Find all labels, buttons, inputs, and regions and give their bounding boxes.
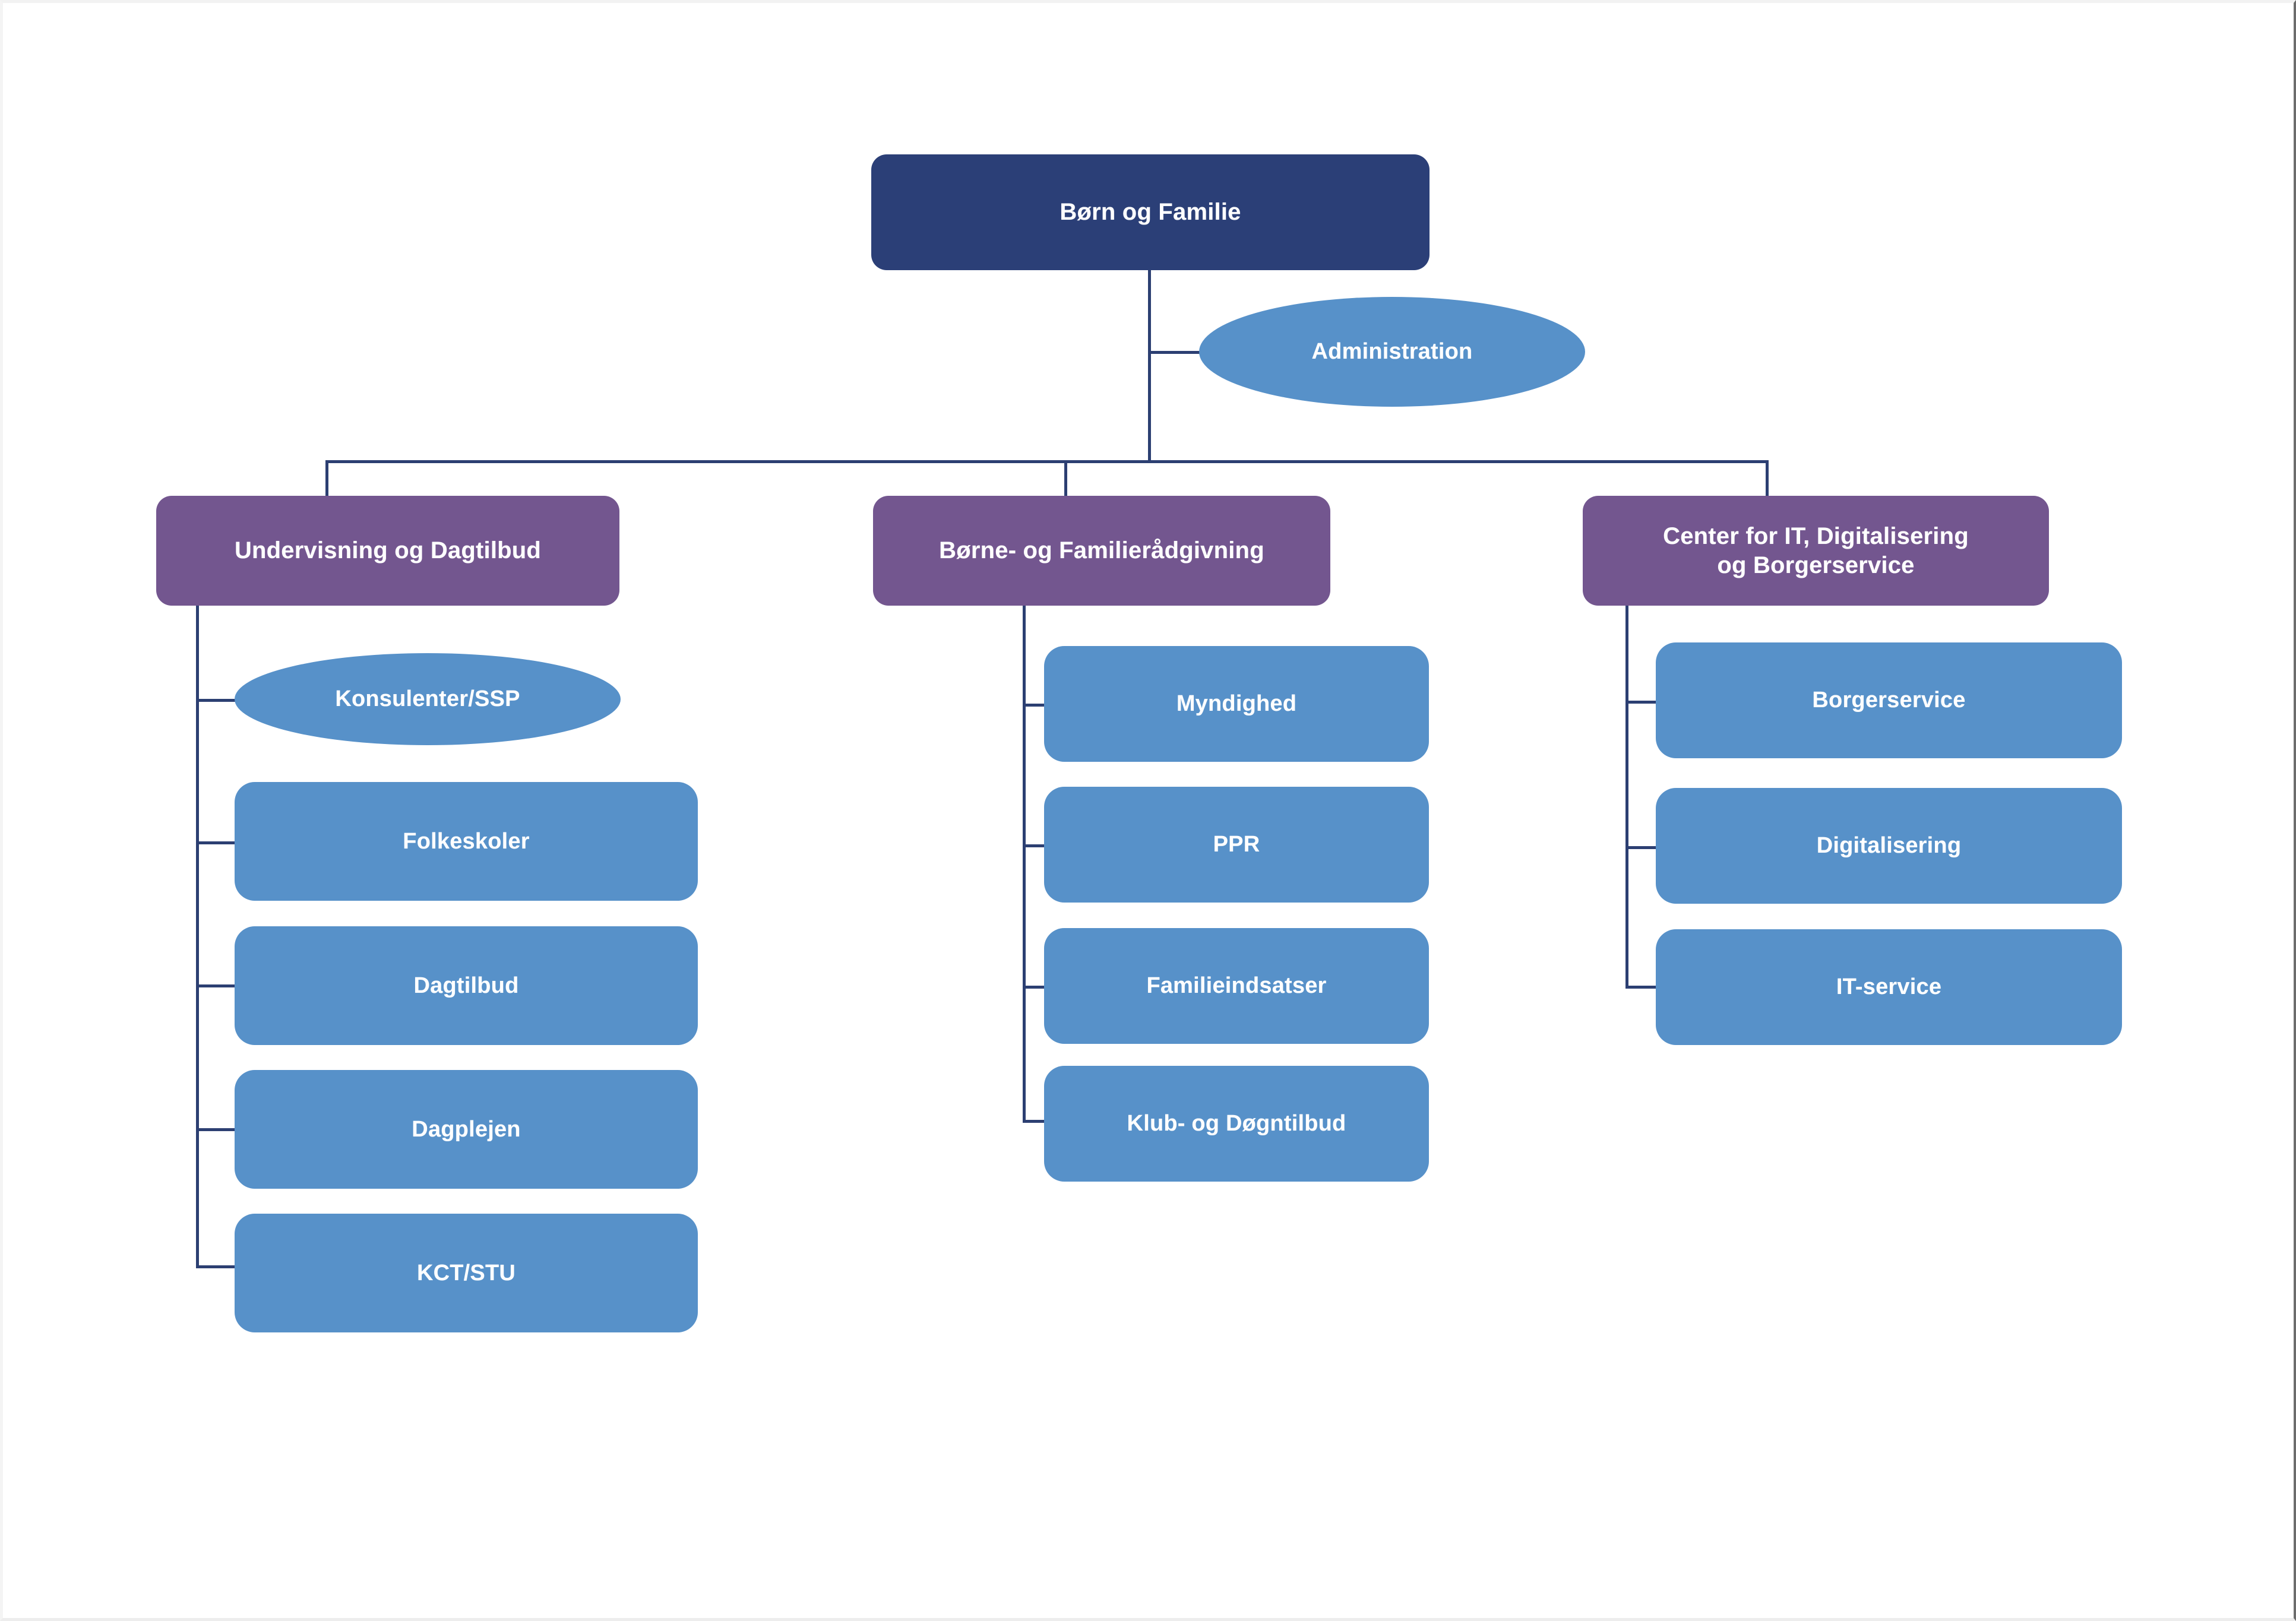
node-unit-dagtilbud[interactable]: Dagtilbud — [235, 926, 698, 1045]
node-unit-dagtilbud-label: Dagtilbud — [413, 973, 519, 998]
connector-spine-center-it — [1625, 603, 1628, 989]
node-department-boerne-label: Børne- og Familierådgivning — [939, 537, 1264, 564]
node-root-label: Børn og Familie — [1060, 199, 1241, 226]
connector-spine-boerne — [1023, 603, 1026, 1122]
connector-stub-familieindsatser — [1023, 986, 1046, 989]
node-unit-klub-og-doegntilbud[interactable]: Klub- og Døgntilbud — [1044, 1066, 1429, 1182]
node-department-center-for-it-digitalisering-og-borgerservice[interactable]: Center for IT, Digitalisering og Borgers… — [1583, 496, 2049, 606]
node-department-center-it-label-line1: Center for IT, Digitalisering — [1663, 523, 1969, 549]
node-unit-klub-og-doegntilbud-label: Klub- og Døgntilbud — [1127, 1111, 1346, 1136]
node-root-boern-og-familie[interactable]: Børn og Familie — [871, 154, 1430, 270]
node-unit-dagplejen-label: Dagplejen — [412, 1116, 521, 1142]
node-unit-ppr-label: PPR — [1213, 832, 1260, 857]
connector-stub-dagplejen — [196, 1128, 241, 1131]
node-unit-myndighed[interactable]: Myndighed — [1044, 646, 1429, 762]
node-unit-digitalisering[interactable]: Digitalisering — [1656, 788, 2122, 904]
node-administration[interactable]: Administration — [1199, 297, 1585, 407]
node-department-undervisning-og-dagtilbud[interactable]: Undervisning og Dagtilbud — [156, 496, 619, 606]
connector-drop-center-it — [1766, 460, 1769, 497]
connector-stub-klub-doegn — [1023, 1120, 1046, 1123]
node-unit-familieindsatser-label: Familieindsatser — [1146, 973, 1327, 999]
connector-stub-konsulenter — [196, 699, 241, 702]
connector-root-to-administration — [1148, 351, 1200, 354]
node-unit-kct-stu-label: KCT/STU — [416, 1260, 516, 1286]
node-department-undervisning-label: Undervisning og Dagtilbud — [234, 537, 542, 564]
connector-stub-kct-stu — [196, 1265, 241, 1268]
node-unit-folkeskoler-label: Folkeskoler — [403, 828, 530, 854]
node-department-center-it-label-line2: og Borgerservice — [1717, 552, 1915, 578]
node-unit-myndighed-label: Myndighed — [1176, 691, 1297, 717]
node-unit-borgerservice-label: Borgerservice — [1812, 688, 1966, 713]
connector-department-bus — [325, 460, 1769, 463]
connector-drop-boerne — [1064, 460, 1067, 497]
node-unit-dagplejen[interactable]: Dagplejen — [235, 1070, 698, 1189]
node-unit-it-service-label: IT-service — [1836, 974, 1942, 1000]
connector-stub-folkeskoler — [196, 841, 241, 844]
node-unit-ppr[interactable]: PPR — [1044, 787, 1429, 903]
node-unit-it-service[interactable]: IT-service — [1656, 929, 2122, 1045]
node-administration-label: Administration — [1311, 339, 1473, 365]
node-unit-familieindsatser[interactable]: Familieindsatser — [1044, 928, 1429, 1044]
node-department-boerne-og-familieraadgivning[interactable]: Børne- og Familierådgivning — [873, 496, 1330, 606]
connector-stub-it-service — [1625, 986, 1658, 989]
connector-stub-borgerservice — [1625, 701, 1658, 704]
node-unit-konsulenter-ssp[interactable]: Konsulenter/SSP — [235, 653, 621, 745]
connector-spine-undervisning — [196, 603, 199, 1268]
node-unit-folkeskoler[interactable]: Folkeskoler — [235, 782, 698, 901]
connector-stub-myndighed — [1023, 704, 1046, 707]
node-unit-konsulenter-ssp-label: Konsulenter/SSP — [335, 686, 520, 712]
connector-root-trunk — [1148, 270, 1151, 463]
node-unit-digitalisering-label: Digitalisering — [1816, 833, 1962, 859]
node-unit-kct-stu[interactable]: KCT/STU — [235, 1214, 698, 1332]
node-unit-borgerservice[interactable]: Borgerservice — [1656, 642, 2122, 758]
connector-stub-digitalisering — [1625, 846, 1658, 849]
connector-stub-ppr — [1023, 844, 1046, 847]
connector-drop-undervisning — [325, 460, 328, 497]
connector-stub-dagtilbud — [196, 984, 241, 987]
